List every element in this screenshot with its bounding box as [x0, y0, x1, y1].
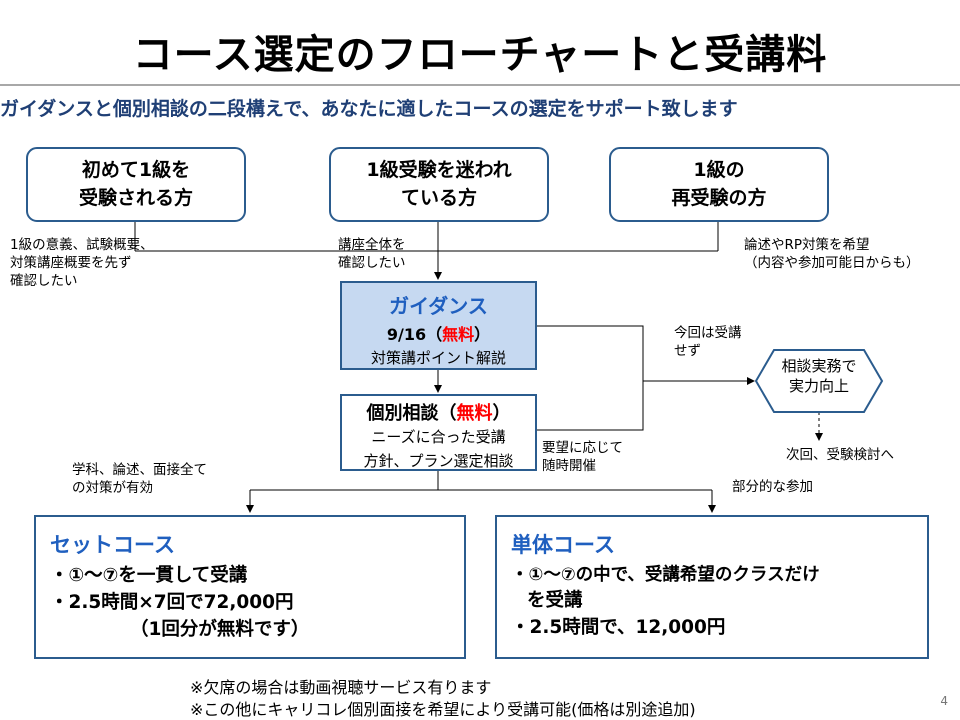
start-box-retake: 1級の 再受験の方 — [609, 147, 829, 222]
practice-line2: 実力向上 — [788, 377, 849, 396]
start-box-first-time: 初めて1級を 受験される方 — [26, 147, 246, 222]
note-line: （内容や参加可能日からも） — [744, 254, 920, 271]
footnote-interview: ※この他にキャリコレ個別面接を希望により受講可能(価格は別途追加) — [190, 700, 696, 719]
set-course-box: セットコース ・①～⑦を一貫して受講 ・2.5時間×7回で72,000円 （1回… — [34, 515, 466, 659]
practice-hexagon — [754, 349, 884, 413]
single-course-line: ・①～⑦の中で、受講希望のクラスだけ — [511, 565, 820, 585]
note-on-request: 要望に応じて 随時開催 — [542, 440, 623, 476]
note-skip: 今回は受講 せず — [674, 325, 742, 361]
single-course-title: 単体コース — [511, 533, 615, 557]
note-next-time: 次回、受験検討へ — [786, 447, 894, 463]
note-partial: 部分的な参加 — [732, 479, 813, 495]
single-course-box: 単体コース ・①～⑦の中で、受講希望のクラスだけ を受講 ・2.5時間で、12,… — [495, 515, 929, 659]
paren: ） — [492, 403, 511, 424]
start-box-line1: 1級受験を迷われ — [366, 158, 512, 181]
consultation-box: 個別相談（無料） ニーズに合った受講 方針、プラン選定相談 — [340, 394, 537, 471]
start-box-line1: 初めて1級を — [81, 158, 191, 181]
guidance-box: ガイダンス 9/16（無料） 対策講ポイント解説 — [340, 281, 537, 370]
note-line: 対策講座概要を先ず — [10, 254, 132, 271]
guidance-date: 9/16 — [386, 325, 427, 344]
consultation-desc-line2: 方針、プラン選定相談 — [363, 451, 514, 470]
note-line: 確認したい — [338, 254, 406, 271]
set-course-line: ・①～⑦を一貫して受講 — [50, 565, 248, 586]
title-divider — [0, 84, 960, 86]
note-line: 随時開催 — [542, 457, 596, 474]
consultation-title: 個別相談 — [366, 403, 439, 424]
set-course-title: セットコース — [50, 533, 175, 557]
page-subtitle: ガイダンスと個別相談の二段構えで、あなたに適したコースの選定をサポート致します — [0, 98, 738, 120]
note-line: 今回は受講 — [674, 325, 742, 341]
guidance-description: 対策講ポイント解説 — [370, 349, 506, 367]
note-line: の対策が有効 — [72, 479, 153, 496]
guidance-date-line: 9/16（無料） — [342, 321, 535, 345]
start-box-line2: ている方 — [400, 186, 477, 209]
set-course-line: （1回分が無料です） — [130, 618, 310, 640]
start-box-line2: 受験される方 — [78, 186, 193, 209]
single-course-line: を受講 — [527, 590, 583, 612]
start-box-undecided: 1級受験を迷われ ている方 — [329, 147, 549, 222]
page-title: コース選定のフローチャートと受講料 — [132, 32, 828, 78]
guidance-title: ガイダンス — [389, 294, 488, 318]
free-label: 無料 — [442, 325, 475, 344]
practice-line1: 相談実務で — [781, 357, 857, 375]
note-right: 論述やRP対策を希望 （内容や参加可能日からも） — [744, 237, 920, 273]
note-line: 1級の意義、試験概要、 — [10, 237, 154, 253]
note-line: 講座全体を — [338, 237, 406, 253]
start-box-line1: 1級の — [693, 158, 745, 181]
consultation-desc-line1: ニーズに合った受講 — [371, 428, 506, 446]
note-center: 講座全体を 確認したい — [338, 237, 406, 273]
consultation-title-line: 個別相談（無料） — [342, 399, 535, 425]
footnote-absence: ※欠席の場合は動画視聴サービス有ります — [190, 678, 492, 697]
set-course-line: ・2.5時間×7回で72,000円 — [50, 591, 294, 613]
paren: ） — [474, 325, 491, 344]
note-line: 論述やRP対策を希望 — [744, 237, 870, 253]
note-line: せず — [674, 342, 701, 359]
connector-consult-right — [537, 381, 644, 431]
note-line: 学科、論述、面接全て — [72, 462, 207, 478]
note-all-subjects: 学科、論述、面接全て の対策が有効 — [72, 462, 207, 498]
start-box-line2: 再受験の方 — [671, 186, 767, 209]
page-number: 4 — [940, 694, 948, 708]
connector-guidance-right — [537, 325, 644, 381]
paren: （ — [438, 403, 457, 424]
note-left: 1級の意義、試験概要、 対策講座概要を先ず 確認したい — [10, 237, 154, 290]
note-line: 要望に応じて — [542, 440, 623, 456]
paren: （ — [426, 325, 443, 344]
note-line: 確認したい — [10, 272, 78, 289]
single-course-line: ・2.5時間で、12,000円 — [511, 617, 726, 639]
free-label: 無料 — [456, 403, 493, 424]
practice-label: 相談実務で 実力向上 — [756, 356, 882, 397]
